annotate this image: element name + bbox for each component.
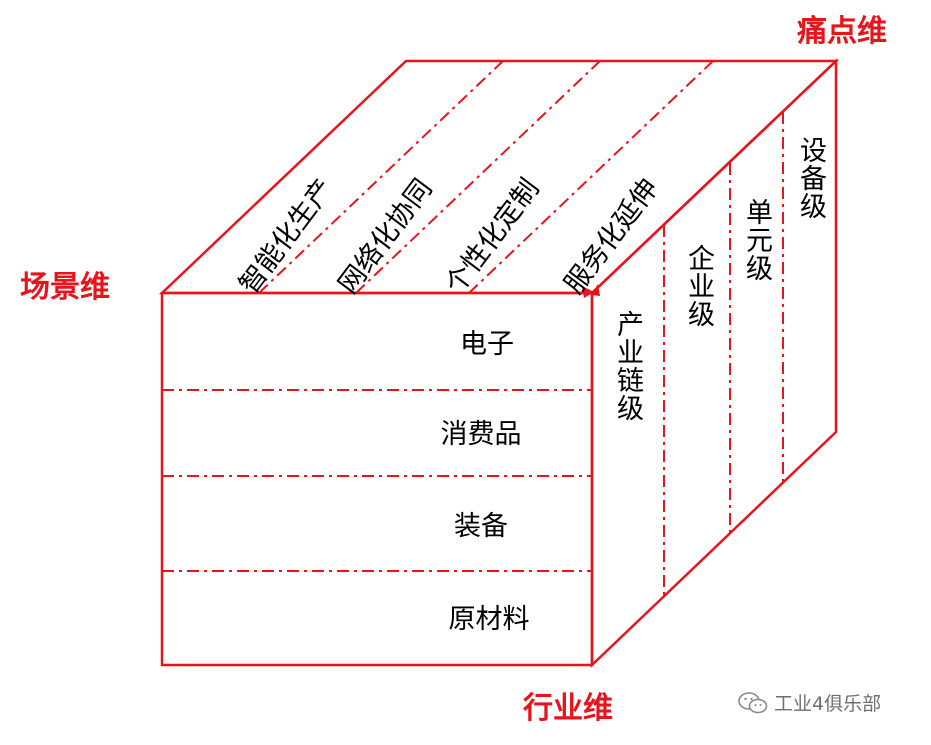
top-divider — [468, 60, 714, 294]
axis-label-industry: 行业维 — [523, 691, 613, 726]
axis-label-pain-point: 痛点维 — [797, 14, 887, 49]
side-column-label: 单元级 — [741, 198, 772, 282]
watermark: 工业4俱乐部 — [738, 689, 881, 716]
side-column-label: 设备级 — [795, 136, 826, 220]
side-column-label: 产业链级 — [612, 310, 643, 422]
corner-arrowhead — [582, 286, 594, 298]
side-face — [590, 58, 838, 668]
front-row-label: 电子 — [460, 329, 514, 360]
front-row-label: 消费品 — [440, 419, 522, 450]
corner-arrowhead — [591, 284, 600, 296]
axis-label-scenario: 场景维 — [20, 270, 110, 305]
front-row-label: 装备 — [454, 511, 508, 542]
front-row-label: 原材料 — [448, 604, 530, 635]
top-divider — [258, 60, 504, 294]
side-column-label: 企业级 — [683, 244, 714, 328]
wechat-icon — [738, 691, 768, 713]
watermark-text: 工业4俱乐部 — [774, 693, 882, 715]
top-divider — [355, 60, 601, 294]
